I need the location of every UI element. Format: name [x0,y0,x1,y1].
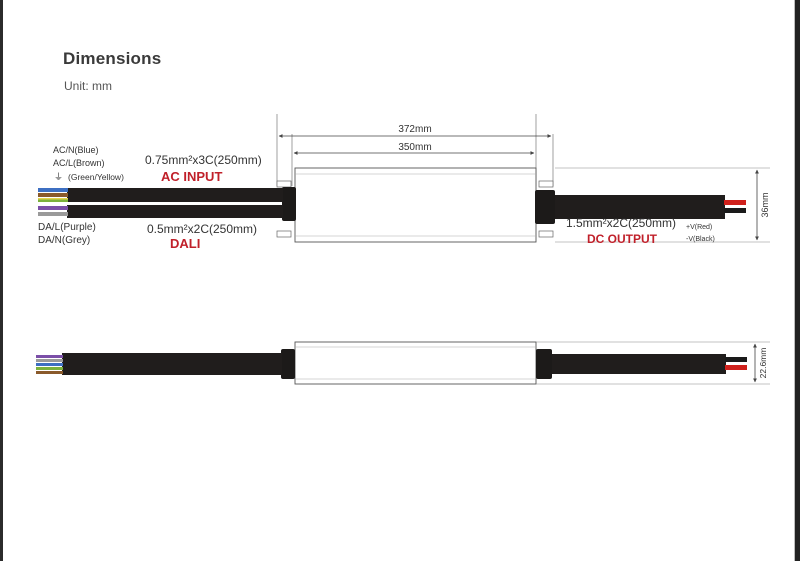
unit-label: Unit: mm [64,79,112,93]
label-ac-l: AC/L(Brown) [53,158,105,168]
dali-cable-spec: 0.5mm²x2C(250mm) [147,222,257,236]
wire-end-grey [38,212,68,216]
right-border-line [794,0,795,561]
dim-label-372: 372mm [398,124,431,135]
wire-end-red [724,200,746,205]
ground-symbol-icon: ⏚ [54,172,63,182]
side-wire-black [725,357,747,362]
mount-tab-right-top [538,180,554,188]
label-ground: (Green/Yellow) [68,172,124,182]
dim-label-22-6: 22.6mm [758,348,768,379]
dali-label: DALI [170,236,200,251]
label-da-l: DA/L(Purple) [38,222,96,233]
ac-input-cable [67,188,283,202]
mount-tab-right-bottom [538,230,554,238]
right-gland-side [536,349,552,379]
wire-end-purple [38,206,68,210]
side-wire-grey [36,359,63,362]
side-wire-green [36,367,63,370]
side-wire-purple [36,355,63,358]
ac-input-label: AC INPUT [161,169,222,184]
right-border-shade [795,0,800,561]
side-view: 22.6mm [36,341,770,385]
dc-output-label: DC OUTPUT [587,232,658,246]
label-v-neg: -V(Black) [686,236,715,243]
wire-end-brown [38,193,68,197]
wire-end-green-yellow [38,198,68,202]
dc-cable-spec: 1.5mm²x2C(250mm) [566,216,676,230]
dim-label-36: 36mm [760,192,770,217]
side-wire-blue [36,363,63,366]
mount-tab-left-bottom [276,230,292,238]
wire-end-blue [38,188,68,192]
page-title: Dimensions [63,49,162,68]
label-ac-n: AC/N(Blue) [53,145,99,155]
left-cable-side [62,353,282,375]
dim-label-350: 350mm [398,142,431,153]
mount-tab-left-top [276,180,292,188]
dali-cable [67,205,283,218]
left-border [0,0,3,561]
left-gland-side [281,349,295,379]
driver-body-top [294,167,537,243]
right-gland-top [535,190,555,224]
dc-output-cable [555,195,725,219]
label-da-n: DA/N(Grey) [38,235,90,246]
driver-body-side [294,341,537,385]
wire-end-black [724,208,746,213]
left-gland-top [282,187,296,221]
side-wire-brown [36,371,63,374]
side-wire-red [725,365,747,370]
right-cable-side [552,354,726,374]
wire-end-yellow-stripe [38,198,68,200]
label-v-pos: +V(Red) [686,224,712,231]
top-view: 372mm 350mm [38,114,770,251]
ac-cable-spec: 0.75mm²x3C(250mm) [145,153,262,167]
